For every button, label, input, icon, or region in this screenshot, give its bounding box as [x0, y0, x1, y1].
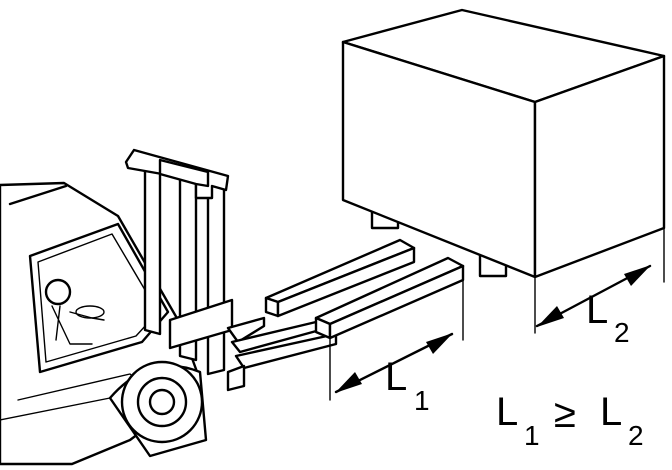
relation-operator: ≥ [554, 392, 576, 436]
label-l2-letter: L [586, 288, 608, 332]
extension-back-side [276, 246, 416, 318]
relation-right-subscript: 2 [628, 420, 644, 451]
relation-left-letter: L [496, 390, 518, 434]
label-l2-subscript: 2 [614, 317, 630, 348]
fork-extensions [264, 238, 465, 340]
l1-arrowhead-right [426, 333, 453, 354]
front-wheel [108, 360, 208, 458]
mast-inner-bar [158, 158, 210, 188]
driver [44, 278, 105, 345]
label-l2: L 2 [586, 288, 630, 348]
driver-head [44, 278, 72, 306]
forks [226, 316, 338, 392]
mast-rail-front-right [206, 180, 226, 376]
dimension-l1 [329, 279, 464, 401]
label-l1-subscript: 1 [414, 385, 430, 416]
label-l1: L 1 [385, 355, 430, 416]
relation-right-letter: L [600, 390, 622, 434]
extension-back-front [264, 296, 280, 318]
load-box [341, 8, 666, 279]
mast [124, 148, 234, 376]
fork-lower-heel [226, 364, 246, 392]
l2-arrowhead-left [537, 306, 564, 327]
dimension-l2 [534, 227, 665, 334]
forklift [0, 148, 338, 466]
steering-wheel [75, 305, 105, 319]
l2-arrowhead-right [624, 265, 651, 286]
cab-roof [8, 184, 68, 206]
label-l1-letter: L [385, 355, 407, 399]
relation-formula: L 1 ≥ L 2 [496, 390, 644, 451]
fork-upper [226, 316, 266, 344]
rim-inner [148, 388, 176, 416]
l1-arrowhead-left [335, 372, 362, 393]
fork-lower-blade [234, 332, 338, 370]
relation-left-subscript: 1 [524, 420, 540, 451]
cab-step [0, 395, 121, 421]
mast-rail-back [143, 154, 162, 336]
